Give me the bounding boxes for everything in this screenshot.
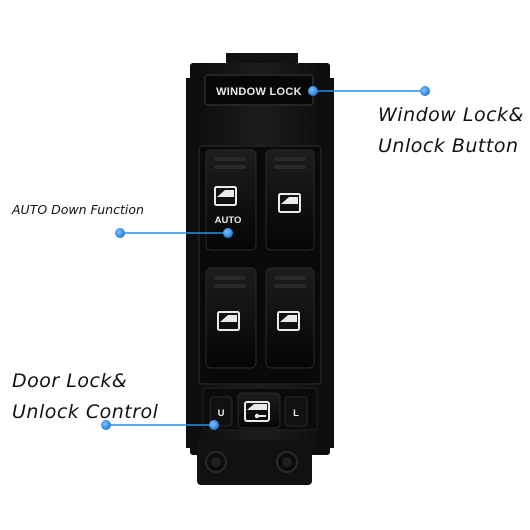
auto-down-callout — [115, 228, 233, 238]
door-lock-callout — [101, 420, 219, 430]
passenger-window-switch[interactable] — [265, 149, 315, 251]
annotation-line: AUTO Down Function — [12, 202, 144, 217]
window-up-down-icon — [277, 311, 300, 331]
door-lock-rocker[interactable] — [209, 392, 308, 429]
window-lock-label: WINDOW LOCK — [216, 86, 302, 98]
lock-label: L — [293, 408, 299, 419]
rear-right-window-switch[interactable] — [265, 267, 315, 369]
door-lock-annotation: Door Lock& Unlock Control — [12, 366, 158, 428]
driver-window-switch[interactable]: AUTO — [205, 149, 257, 251]
annotation-line: Door Lock& — [12, 370, 128, 392]
bottom-connector — [197, 440, 312, 485]
window-up-down-icon — [278, 193, 301, 213]
annotation-line: Unlock Button — [378, 135, 519, 157]
auto-down-annotation: AUTO Down Function — [12, 202, 144, 217]
annotation-line: Unlock Control — [12, 401, 159, 423]
window-lock-callout — [308, 86, 430, 96]
auto-label: AUTO — [215, 215, 242, 226]
window-up-down-icon — [217, 311, 240, 331]
door-lock-icon — [244, 401, 270, 422]
window-lock-annotation: Window Lock& Unlock Button — [378, 100, 524, 162]
window-up-down-icon — [214, 186, 237, 206]
rear-left-window-switch[interactable] — [205, 267, 257, 369]
annotation-line: Window Lock& — [378, 104, 524, 126]
unlock-label: U — [218, 408, 225, 419]
